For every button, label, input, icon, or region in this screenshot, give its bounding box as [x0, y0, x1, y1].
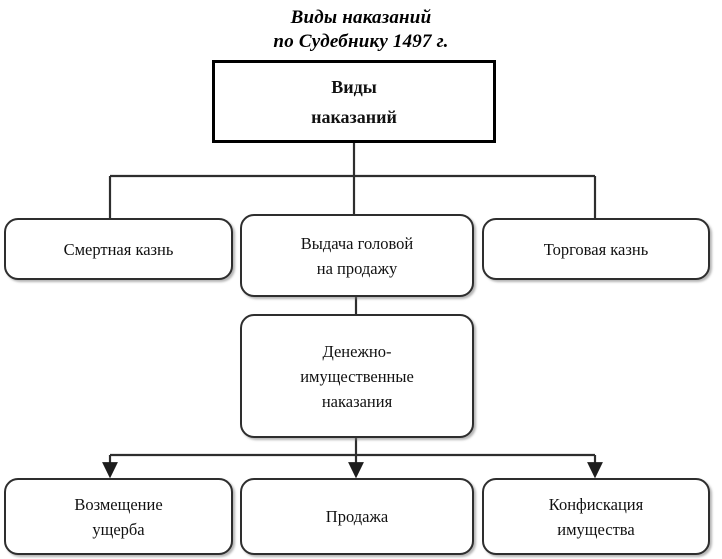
node-sale: Продажа	[240, 478, 474, 555]
diagram-title: Виды наказаний по Судебнику 1497 г.	[273, 7, 449, 52]
node-confiscation: Конфискация имущества	[482, 478, 710, 555]
node-root-penalty-types: Виды наказаний	[212, 60, 496, 143]
node-money-property-penalties: Денежно- имущественные наказания	[240, 314, 474, 438]
node-damage-compensation: Возмещение ущерба	[4, 478, 233, 555]
connector-root-to-level2	[108, 143, 597, 218]
node-death-penalty: Смертная казнь	[4, 218, 233, 280]
node-head-sale: Выдача головой на продажу	[240, 214, 474, 297]
node-trade-execution: Торговая казнь	[482, 218, 710, 280]
connector-money-to-leaves	[102, 438, 603, 479]
